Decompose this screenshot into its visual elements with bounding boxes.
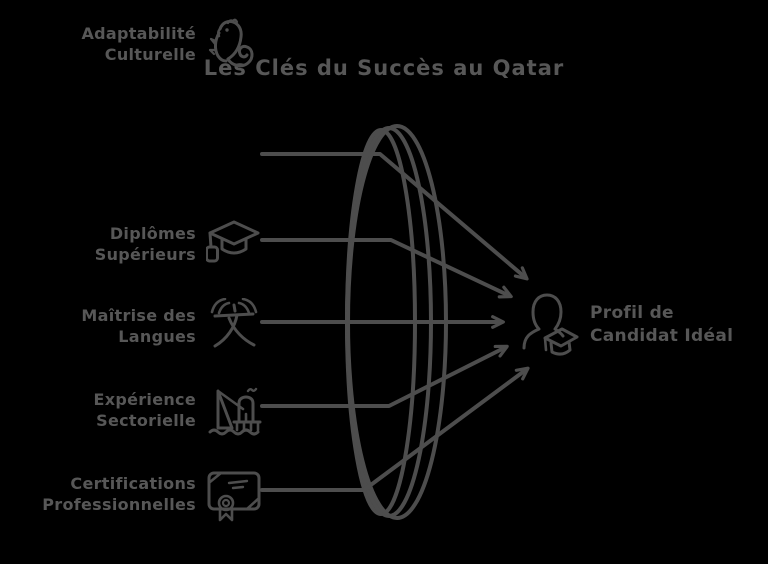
graduation-cap-icon: [206, 220, 260, 263]
chameleon-icon: [208, 18, 254, 68]
factor-label-line2: Supérieurs: [94, 245, 196, 264]
factor-label-line2: Professionnelles: [42, 495, 196, 514]
factor-label-line2: Langues: [118, 327, 196, 346]
factor-label-line1: Diplômes: [109, 224, 196, 243]
factor-label: Expérience Sectorielle: [93, 389, 196, 431]
factor-label: Certifications Professionnelles: [42, 473, 196, 515]
language-icon: [210, 298, 258, 348]
certificate-icon: [207, 471, 261, 522]
result-label: Profil de Candidat Idéal: [590, 302, 733, 348]
factor-label: Diplômes Supérieurs: [95, 223, 196, 265]
factor-label: Adaptabilité Culturelle: [81, 23, 196, 65]
factor-label-line1: Adaptabilité: [81, 24, 196, 43]
factor-label: Maîtrise des Langues: [81, 305, 196, 347]
flow-arrows: [260, 152, 530, 492]
page-title: Les Clés du Succès au Qatar: [203, 56, 565, 80]
factor-label-line2: Culturelle: [104, 45, 196, 64]
factor-label-line1: Maîtrise des: [81, 306, 196, 325]
factor-label-line2: Sectorielle: [96, 411, 196, 430]
oil-rig-icon: [208, 387, 262, 436]
factor-row-certifications: Certifications Professionnelles: [36, 450, 262, 538]
factor-row-experience: Expérience Sectorielle: [36, 366, 262, 454]
factor-row-diplomes: Diplômes Supérieurs: [36, 200, 262, 288]
result-label-line1: Profil de: [590, 303, 674, 323]
arrow-langues: [260, 238, 513, 299]
factor-row-langues: Maîtrise des Langues: [36, 282, 262, 370]
arrow-certifications: [260, 344, 509, 408]
arrow-adaptabilite: [260, 366, 530, 492]
factor-label-line1: Expérience: [93, 390, 196, 409]
result-label-line2: Candidat Idéal: [590, 326, 734, 346]
graduate-person-icon: [522, 293, 579, 356]
factor-label-line1: Certifications: [70, 474, 196, 493]
factor-row-adaptabilite: Adaptabilité Culturelle: [36, 0, 262, 88]
result-group: Profil de Candidat Idéal: [518, 288, 733, 362]
arrow-diplomes: [260, 152, 529, 281]
